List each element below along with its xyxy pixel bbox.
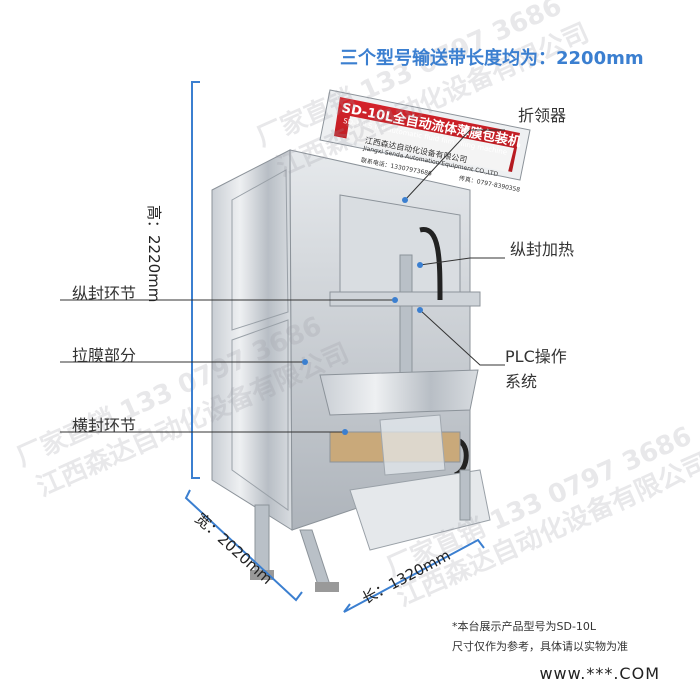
callout-fold-collar: 折领器 — [518, 106, 567, 125]
dimension-height: 高：2220mm — [145, 205, 163, 303]
header-title: 三个型号输送带长度均为：2200mm — [340, 48, 644, 69]
note-disclaimer: 尺寸仅作为参考，具体请以实物为准 — [452, 640, 628, 653]
callout-plc-line1: PLC操作 — [505, 347, 567, 366]
callout-vertical-heat: 纵封加热 — [510, 240, 575, 259]
callout-vertical-seal: 纵封环节 — [72, 284, 137, 303]
callout-horizontal-seal: 横封环节 — [72, 416, 137, 435]
callout-film-pull: 拉膜部分 — [72, 346, 137, 365]
note-model: *本台展示产品型号为SD-10L — [452, 620, 597, 633]
footer-site: www.***.COM — [539, 664, 660, 683]
callout-plc-line2: 系统 — [505, 372, 538, 391]
